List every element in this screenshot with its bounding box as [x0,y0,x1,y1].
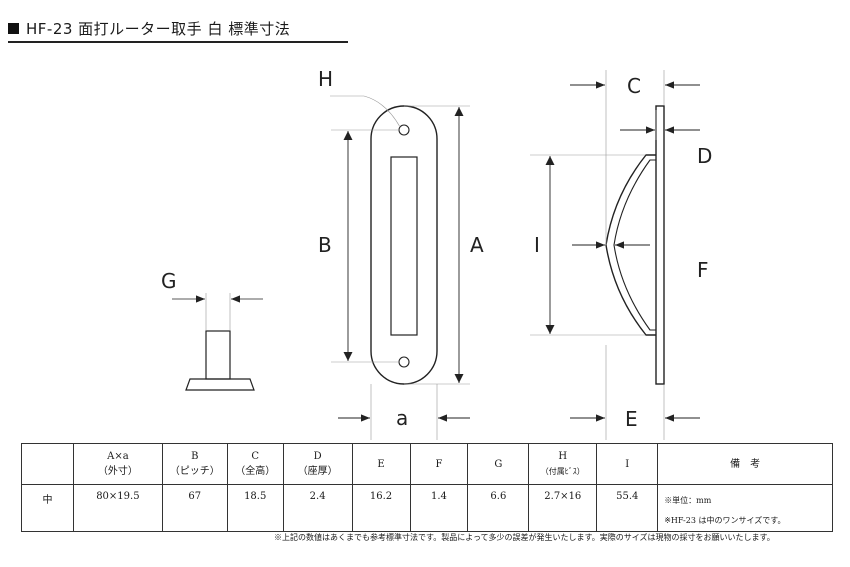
header-d: D（座厚） [282,443,353,485]
profile-extension-lines [530,70,665,440]
label-d: D [697,144,712,168]
handle-plate [370,105,438,385]
header-e: E [351,443,411,485]
cell-g: 6.6 [467,484,530,532]
dimension-drawing: G H B A a [161,67,712,440]
label-g: G [161,269,177,293]
label-f: F [697,258,709,282]
header-remarks: 備 考 [657,443,833,485]
handle-recess [390,156,418,336]
front-extension-lines [330,95,470,440]
cell-i: 55.4 [596,484,659,532]
label-a-lower: a [396,406,408,430]
header-a-x-a: A×a（外寸） [72,443,163,485]
cell-a-x-a: 80×19.5 [72,484,163,532]
cell-b: 67 [161,484,228,532]
cell-h: 2.7×16 [528,484,598,532]
cell-remarks: ※単位：mm ※HF-23 は中のワンサイズです。 [657,484,833,532]
table-row: 中 80×19.5 67 18.5 2.4 16.2 1.4 6.6 2.7×1… [21,484,833,532]
screw-base [185,378,255,391]
cell-size: 中 [21,484,74,532]
header-b: B（ピッチ） [161,443,228,485]
header-size [21,443,74,485]
note-unit: ※単位：mm [664,496,712,505]
cell-f: 1.4 [409,484,469,532]
square-bullet-icon [8,23,19,34]
profile-handle-inner [613,159,656,331]
cell-e: 16.2 [351,484,411,532]
header-c: C（全高） [226,443,284,485]
screw-hole-top [398,124,410,136]
cell-c: 18.5 [226,484,284,532]
note-size: ※HF-23 は中のワンサイズです。 [664,516,786,525]
profile-dimension-arrows [545,81,700,422]
page-title-text: HF-23 面打ルーター取手 白 標準寸法 [26,20,291,38]
header-i: I [596,443,659,485]
footnote: ※上記の数値はあくまでも参考標準寸法です。製品によって多少の誤差が発生いたします… [274,533,775,542]
screw-hole-bottom [398,356,410,368]
label-c: C [627,74,641,98]
header-f: F [409,443,469,485]
header-h: H（付属ﾋﾞｽ） [528,443,598,485]
handle-front-view [370,105,438,385]
label-b: B [318,233,332,257]
header-g: G [467,443,530,485]
screw-side-view [172,293,263,391]
label-e: E [625,407,638,431]
spec-table-header: A×a（外寸） B（ピッチ） C（全高） D（座厚） E F G H（付属ﾋﾞｽ… [21,443,833,485]
title-underline [8,41,348,43]
cell-d: 2.4 [282,484,353,532]
label-h: H [318,67,333,91]
label-i: I [534,233,540,257]
screw-shank [205,330,231,380]
spec-table: A×a（外寸） B（ピッチ） C（全高） D（座厚） E F G H（付属ﾋﾞｽ… [21,443,833,532]
front-dimension-arrows [338,107,470,422]
page-title: HF-23 面打ルーター取手 白 標準寸法 [8,18,290,39]
label-a-upper: A [470,233,484,257]
profile-plate [655,105,665,385]
